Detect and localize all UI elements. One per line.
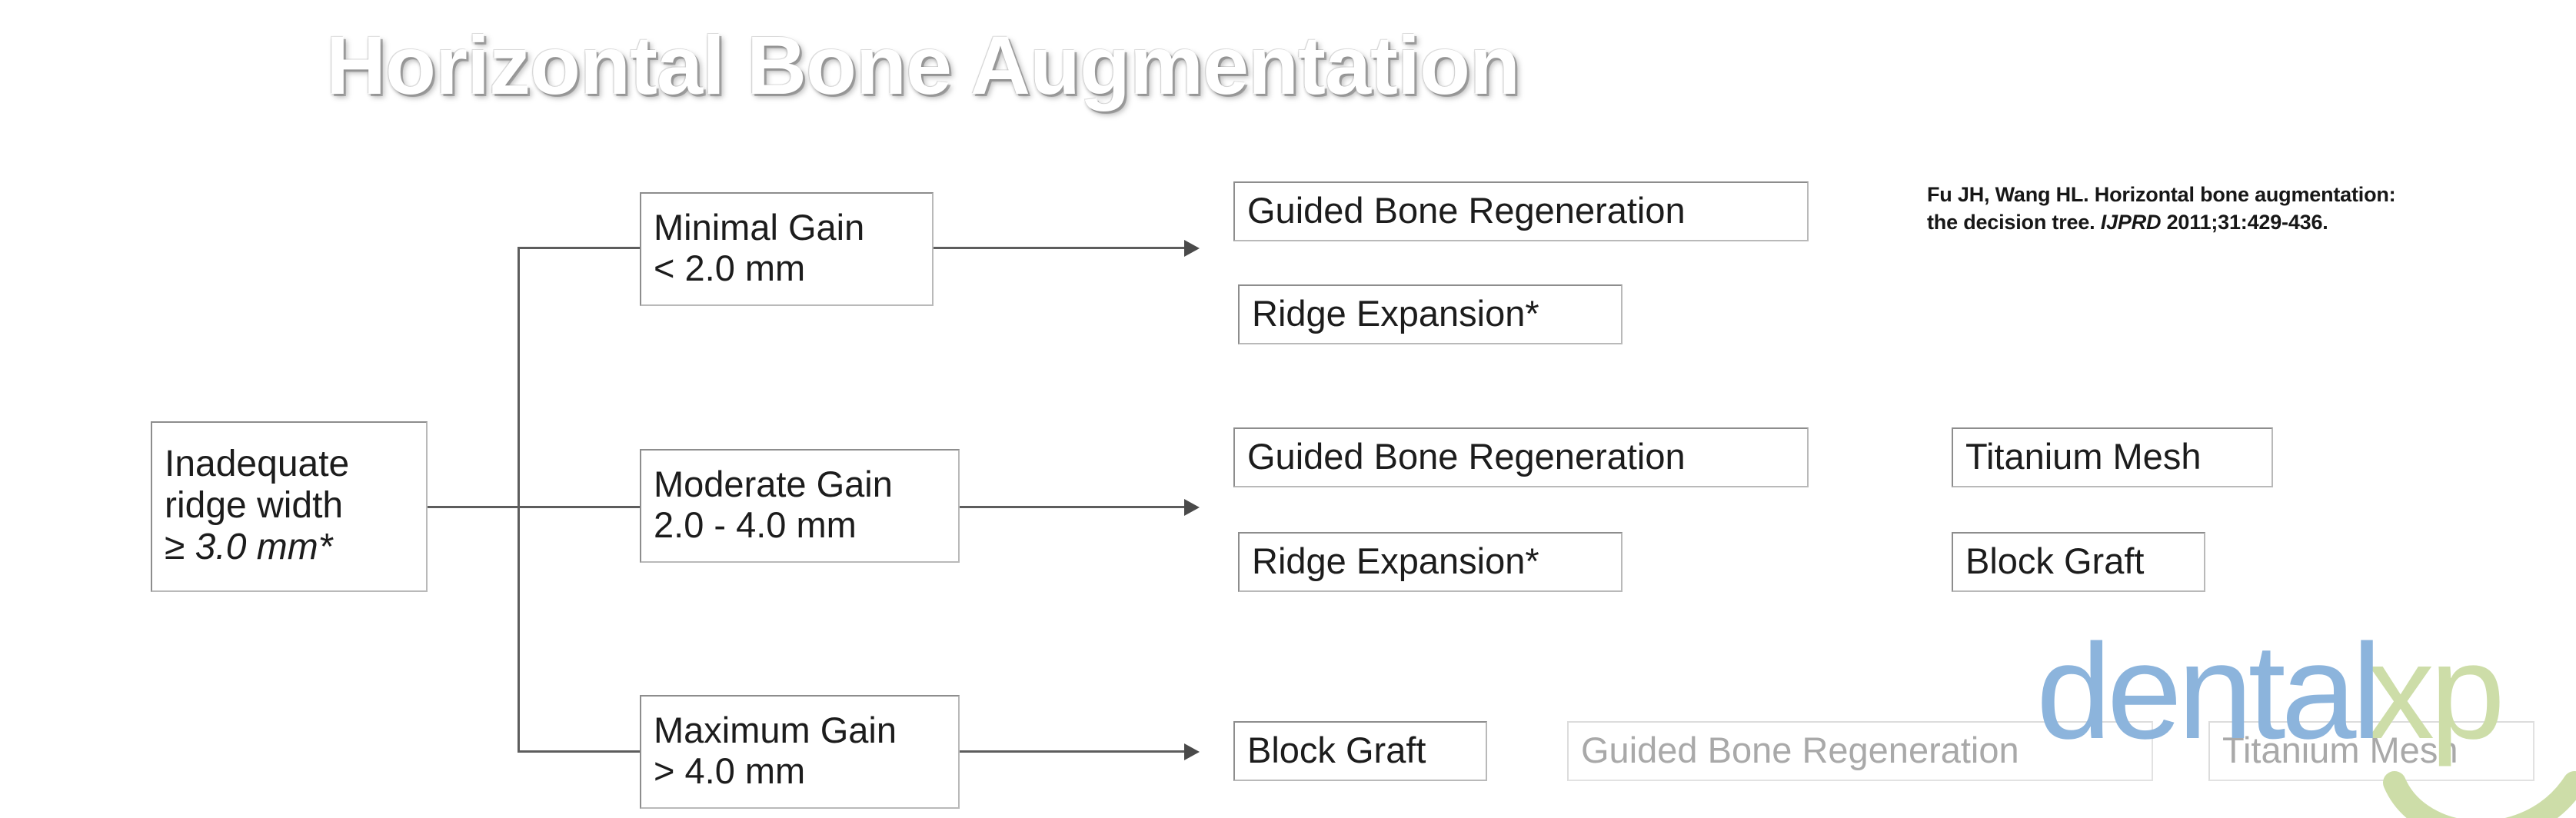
connector-branch-maximum [518,750,642,753]
treatment-label: Titanium Mesh [2222,729,2458,770]
condition-moderate-line-2: 2.0 - 4.0 mm [654,504,857,545]
node-treatment-maximum-titanium-mesh[interactable]: Titanium Mesh [2208,721,2534,781]
condition-maximum-line-2: > 4.0 mm [654,750,806,791]
treatment-label: Guided Bone Regeneration [1247,189,1686,231]
node-condition-moderate-gain[interactable]: Moderate Gain 2.0 - 4.0 mm [640,449,960,563]
node-treatment-moderate-gbr[interactable]: Guided Bone Regeneration [1233,427,1809,487]
page-title: Horizontal Bone Augmentation [326,18,1520,111]
connector-root-stub [428,506,520,508]
connector-branch-moderate [518,506,642,508]
arrowhead-maximum-treatments [1184,743,1200,760]
node-condition-minimal-gain[interactable]: Minimal Gain < 2.0 mm [640,192,934,306]
root-line-2: ridge width [165,485,344,527]
connector-branch-minimal [518,247,642,249]
node-treatment-minimal-ridge-expansion[interactable]: Ridge Expansion* [1238,284,1622,344]
node-treatment-maximum-block-graft[interactable]: Block Graft [1233,721,1487,781]
node-treatment-minimal-gbr[interactable]: Guided Bone Regeneration [1233,181,1809,241]
root-line-3: ≥ 3.0 mm* [165,526,333,567]
node-treatment-maximum-gbr[interactable]: Guided Bone Regeneration [1567,721,2153,781]
citation-line-1: Fu JH, Wang HL. Horizontal bone augmenta… [1927,183,2396,206]
treatment-label: Block Graft [1247,729,1426,770]
node-treatment-moderate-titanium-mesh[interactable]: Titanium Mesh [1952,427,2273,487]
citation-line-2-suffix: 2011;31:429-436. [2161,210,2328,234]
citation-line-2-prefix: the decision tree. [1927,210,2101,234]
citation-line-2: the decision tree. IJPRD 2011;31:429-436… [1927,209,2395,237]
arrowhead-minimal-treatments [1184,240,1200,257]
node-treatment-moderate-block-graft[interactable]: Block Graft [1952,532,2205,592]
root-line-1: Inadequate [165,444,350,485]
arrowhead-moderate-treatments [1184,499,1200,516]
condition-maximum-line-1: Maximum Gain [654,710,897,751]
node-condition-maximum-gain[interactable]: Maximum Gain > 4.0 mm [640,695,960,809]
treatment-label: Guided Bone Regeneration [1247,435,1686,477]
node-root-inadequate-ridge-width[interactable]: Inadequate ridge width ≥ 3.0 mm* [151,421,428,592]
connector-vertical-trunk [518,248,520,753]
condition-minimal-line-1: Minimal Gain [654,207,865,248]
condition-moderate-line-1: Moderate Gain [654,464,893,505]
connector-moderate-to-treatments [960,506,1187,508]
treatment-label: Titanium Mesh [1965,435,2202,477]
connector-maximum-to-treatments [960,750,1187,753]
citation-block: Fu JH, Wang HL. Horizontal bone augmenta… [1927,181,2396,237]
treatment-label: Block Graft [1965,540,2145,581]
treatment-label: Ridge Expansion* [1252,292,1539,334]
node-treatment-moderate-ridge-expansion[interactable]: Ridge Expansion* [1238,532,1622,592]
citation-journal: IJPRD [2100,210,2162,234]
treatment-label: Ridge Expansion* [1252,540,1539,581]
connector-minimal-to-treatments [934,247,1187,249]
condition-minimal-line-2: < 2.0 mm [654,248,806,288]
treatment-label: Guided Bone Regeneration [1581,729,2019,770]
